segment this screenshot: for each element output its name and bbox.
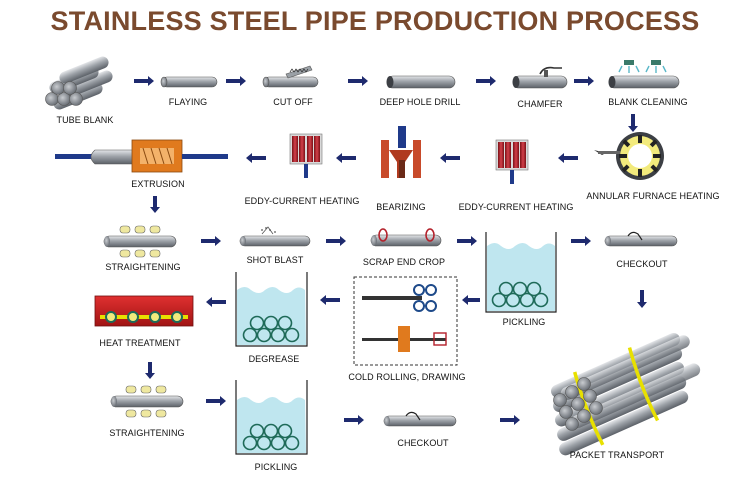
blank-cleaning-icon — [608, 60, 680, 89]
label-extrusion: EXTRUSION — [131, 179, 185, 189]
bearizing-icon — [381, 126, 421, 178]
arrow-right — [476, 76, 496, 86]
arrow-right — [571, 236, 591, 246]
annular-furnace-icon — [594, 132, 664, 180]
arrow-right — [206, 396, 226, 406]
label-degrease: DEGREASE — [248, 354, 300, 364]
arrow-right — [500, 415, 520, 425]
label-cut-off: CUT OFF — [273, 97, 313, 107]
label-straightening: STRAIGHTENING — [105, 262, 181, 272]
label-blank-cleaning: BLANK CLEANING — [608, 97, 688, 107]
label-straightening-2: STRAIGHTENING — [109, 428, 185, 438]
checkout-icon — [604, 231, 678, 247]
scrap-end-crop-icon — [370, 228, 442, 247]
arrow-right — [226, 76, 246, 86]
arrow-right — [344, 415, 364, 425]
page-title: STAINLESS STEEL PIPE PRODUCTION PROCESS — [50, 6, 700, 36]
label-bearizing: BEARIZING — [376, 202, 426, 212]
arrow-down — [145, 362, 155, 379]
pickling-bath-2-icon — [235, 380, 308, 455]
chamfer-icon — [512, 66, 568, 89]
arrow-right — [326, 236, 346, 246]
arrow-left — [558, 153, 578, 163]
deep-hole-drill-icon — [386, 75, 456, 89]
pickling-bath-icon — [485, 232, 557, 313]
heat-treatment-icon — [94, 295, 194, 327]
label-shot-blast: SHOT BLAST — [246, 255, 304, 265]
arrow-down — [628, 114, 638, 132]
label-packet-transport: PACKET TRANSPORT — [569, 450, 665, 460]
arrow-left — [246, 153, 266, 163]
label-eddy-current-heating: EDDY-CURRENT HEATING — [244, 196, 360, 206]
eddy-current-heating-2-icon — [495, 139, 529, 184]
arrow-down — [637, 290, 647, 308]
arrow-down — [150, 196, 160, 213]
label-deep-hole-drill: DEEP HOLE DRILL — [379, 97, 461, 107]
cut-off-icon — [262, 65, 319, 88]
label-heat-treatment: HEAT TREATMENT — [99, 338, 181, 348]
label-checkout: CHECKOUT — [616, 259, 668, 269]
label-checkout-2: CHECKOUT — [397, 438, 449, 448]
degrease-bath-icon — [235, 272, 308, 347]
label-scrap-end-crop: SCRAP END CROP — [362, 257, 446, 267]
label-flaying: FLAYING — [168, 97, 208, 107]
label-pickling: PICKLING — [502, 317, 546, 327]
arrow-right — [348, 76, 368, 86]
arrow-left — [320, 295, 340, 305]
flaying-icon — [160, 76, 218, 88]
label-tube-blank: TUBE BLANK — [56, 115, 114, 125]
label-pickling-2: PICKLING — [254, 462, 298, 472]
arrow-left — [206, 297, 226, 307]
cold-rolling-icon — [353, 276, 458, 366]
shot-blast-icon — [239, 226, 311, 247]
arrow-left — [440, 153, 460, 163]
packet-transport-icon — [550, 333, 701, 456]
flow-arrows — [134, 76, 647, 425]
label-eddy-current-heating-2: EDDY-CURRENT HEATING — [458, 202, 574, 212]
tube-blank-icon — [45, 56, 113, 110]
arrow-right — [574, 76, 594, 86]
checkout-2-icon — [383, 411, 457, 427]
arrow-right — [457, 236, 477, 246]
eddy-current-heating-icon — [289, 133, 323, 178]
label-chamfer: CHAMFER — [517, 99, 563, 109]
straightening-2-icon — [110, 385, 184, 418]
label-annular-furnace-heating: ANNULAR FURNACE HEATING — [586, 191, 720, 201]
label-cold-rolling-drawing: COLD ROLLING, DRAWING — [348, 372, 466, 382]
straightening-icon — [103, 225, 177, 258]
extrusion-icon — [55, 139, 228, 173]
arrow-left — [462, 295, 480, 305]
arrow-right — [201, 236, 221, 246]
arrow-right — [134, 76, 154, 86]
arrow-left — [336, 153, 356, 163]
